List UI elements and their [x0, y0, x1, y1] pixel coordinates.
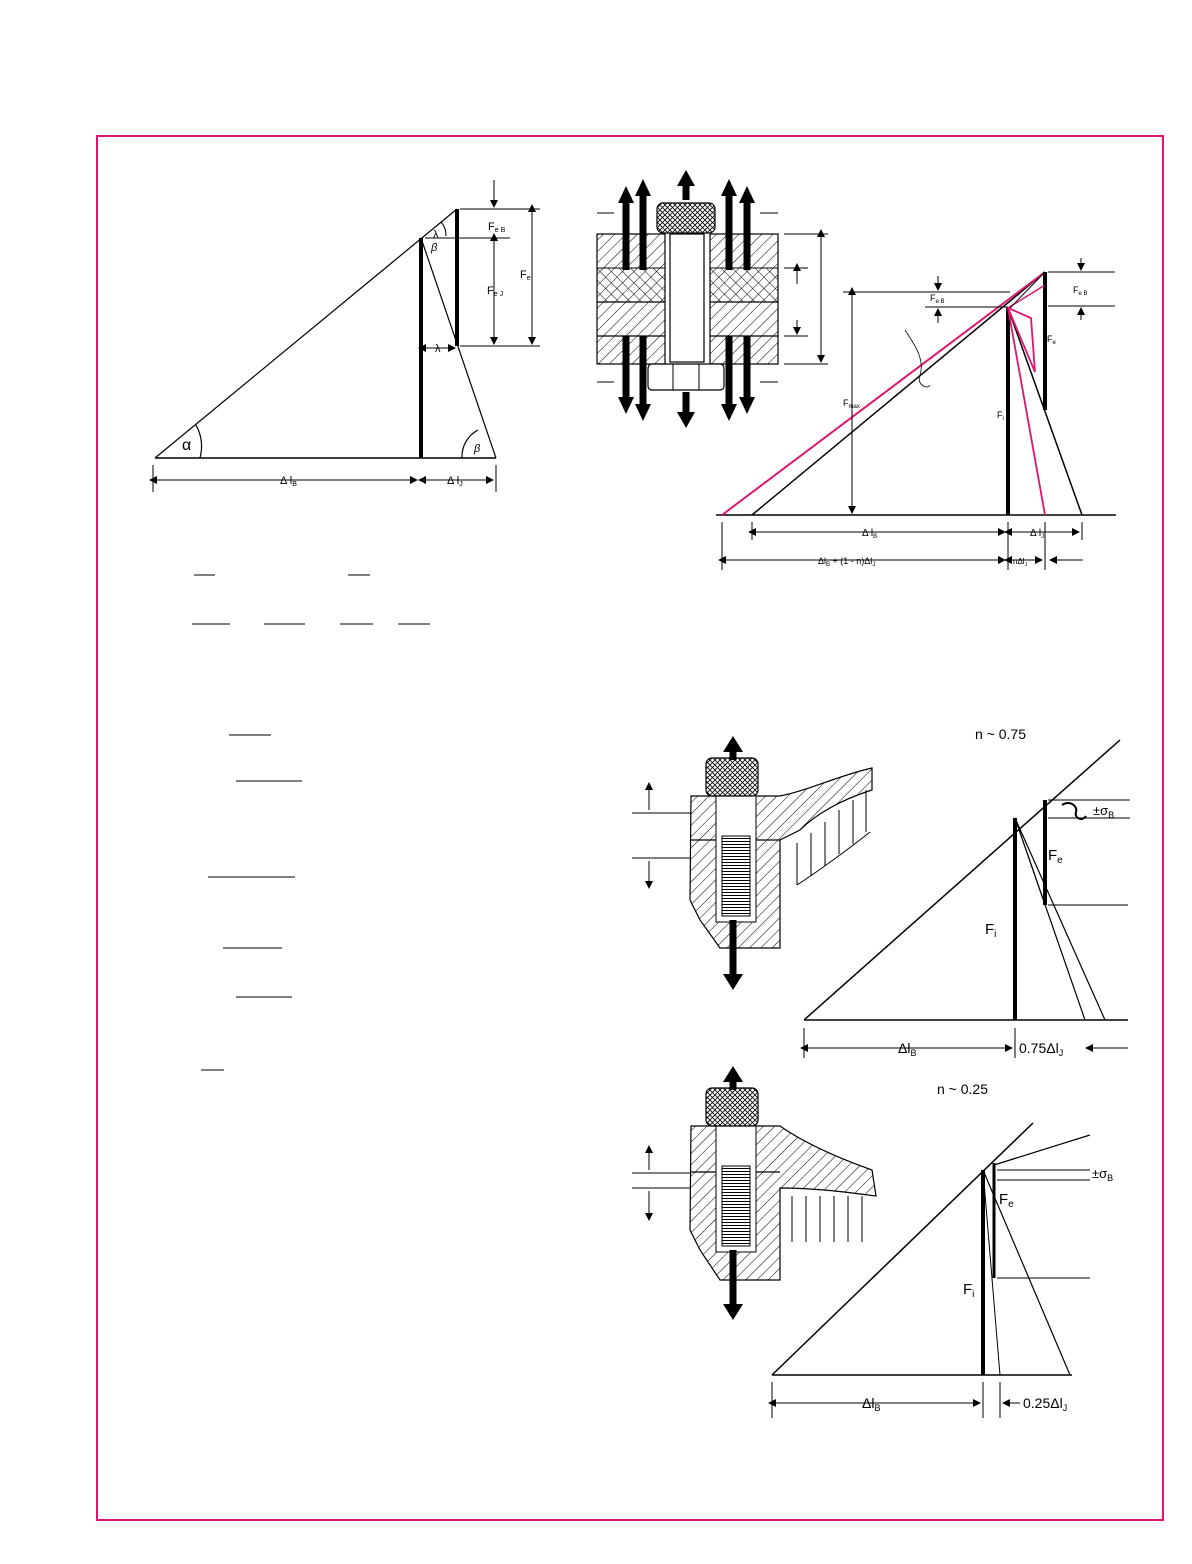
fig2-dlj-label: Δ lJ	[1030, 528, 1044, 540]
fig1-alpha-arc	[195, 424, 203, 459]
fig1-beta-top-label: β	[430, 242, 438, 254]
left-plate-middle	[596, 267, 666, 303]
fig4-fe-label: Fe	[999, 1191, 1014, 1210]
nut	[647, 363, 725, 391]
fig1-fe-label: Fe	[520, 269, 531, 282]
page-frame	[96, 135, 1164, 1521]
fig1-lambda-top-label: λ	[433, 229, 439, 241]
fig4-dlj-label: 0.25ΔlJ	[1023, 1395, 1067, 1413]
fig3-fi-label: Fi	[985, 921, 996, 940]
fig1-lambda-arc	[440, 221, 447, 237]
fig1-dlb-label: Δ lB	[280, 475, 297, 488]
fig4-sigma-label: ±σB	[1092, 1166, 1113, 1183]
bolt-head	[656, 202, 716, 234]
fig2-fmax-label: Fmax	[843, 398, 860, 410]
figure-bolted-joint-section	[596, 170, 828, 428]
fig1-beta-arc	[461, 429, 479, 459]
fig1-beta-label: β	[473, 443, 481, 455]
formula-lines	[192, 574, 430, 1071]
fig3-sigma-label: ±σB	[1093, 803, 1114, 820]
fig3-fe-label: Fe	[1048, 847, 1063, 866]
fig2-dlb-label: Δ lB	[862, 528, 877, 540]
fig1-dlj-label: Δ lJ	[447, 475, 463, 488]
figure-joint-diagram: α β β λ λ Fe B Fe J Fe Δ lB Δ lJ	[149, 180, 540, 492]
fig1-lambda-label: λ	[435, 343, 441, 355]
fig3-dlb-label: ΔlB	[898, 1040, 916, 1058]
fig2-fi-label: Fi	[997, 410, 1004, 422]
fig2-joint-line	[1007, 307, 1083, 516]
figure-tapped-joint-025: n ~ 0.25 ±σB Fe Fi ΔlB 0.25ΔlJ	[632, 1066, 1113, 1418]
fig2-feb-right-label: Fe B	[1073, 285, 1088, 297]
fig2-fe-label: Fe	[1047, 334, 1057, 346]
fig2-pink-bolt-line	[721, 271, 1046, 516]
fig4-dlb-label: ΔlB	[862, 1395, 880, 1413]
fig2-long-dim-label: ΔlB + (1 - n)ΔlJ	[818, 556, 875, 568]
fig2-bolt-line	[751, 271, 1046, 516]
fig2-n-dim-label: nΔlJ	[1013, 557, 1028, 568]
fig2-pink-joint-line	[1007, 307, 1046, 516]
right-plate-middle	[709, 267, 779, 303]
fig1-bolt-line	[154, 208, 458, 459]
fig2-pink-triangle	[1006, 306, 1036, 373]
fig1-alpha-label: α	[182, 437, 191, 454]
fig3-n-label: n ~ 0.75	[975, 726, 1026, 742]
fig4-n-label: n ~ 0.25	[937, 1081, 988, 1097]
figure-tapped-joint-075: n ~ 0.75 ±σB Fe Fi ΔlB 0.75ΔlJ	[632, 726, 1130, 1058]
bolt-shank	[669, 233, 705, 363]
fig1-fej-label: Fe J	[487, 285, 503, 298]
fig2-feb-left-label: Fe B	[930, 293, 945, 305]
figure-joint-diagram-loaded: Fe B Fe B Fe Fmax Fi Δ lB Δ lJ ΔlB + (1 …	[716, 258, 1116, 570]
fig1-feb-label: Fe B	[488, 221, 506, 234]
fig4-fi-label: Fi	[963, 1281, 974, 1300]
fig1-joint-line	[420, 237, 497, 459]
fig3-dlj-label: 0.75ΔlJ	[1019, 1040, 1063, 1058]
